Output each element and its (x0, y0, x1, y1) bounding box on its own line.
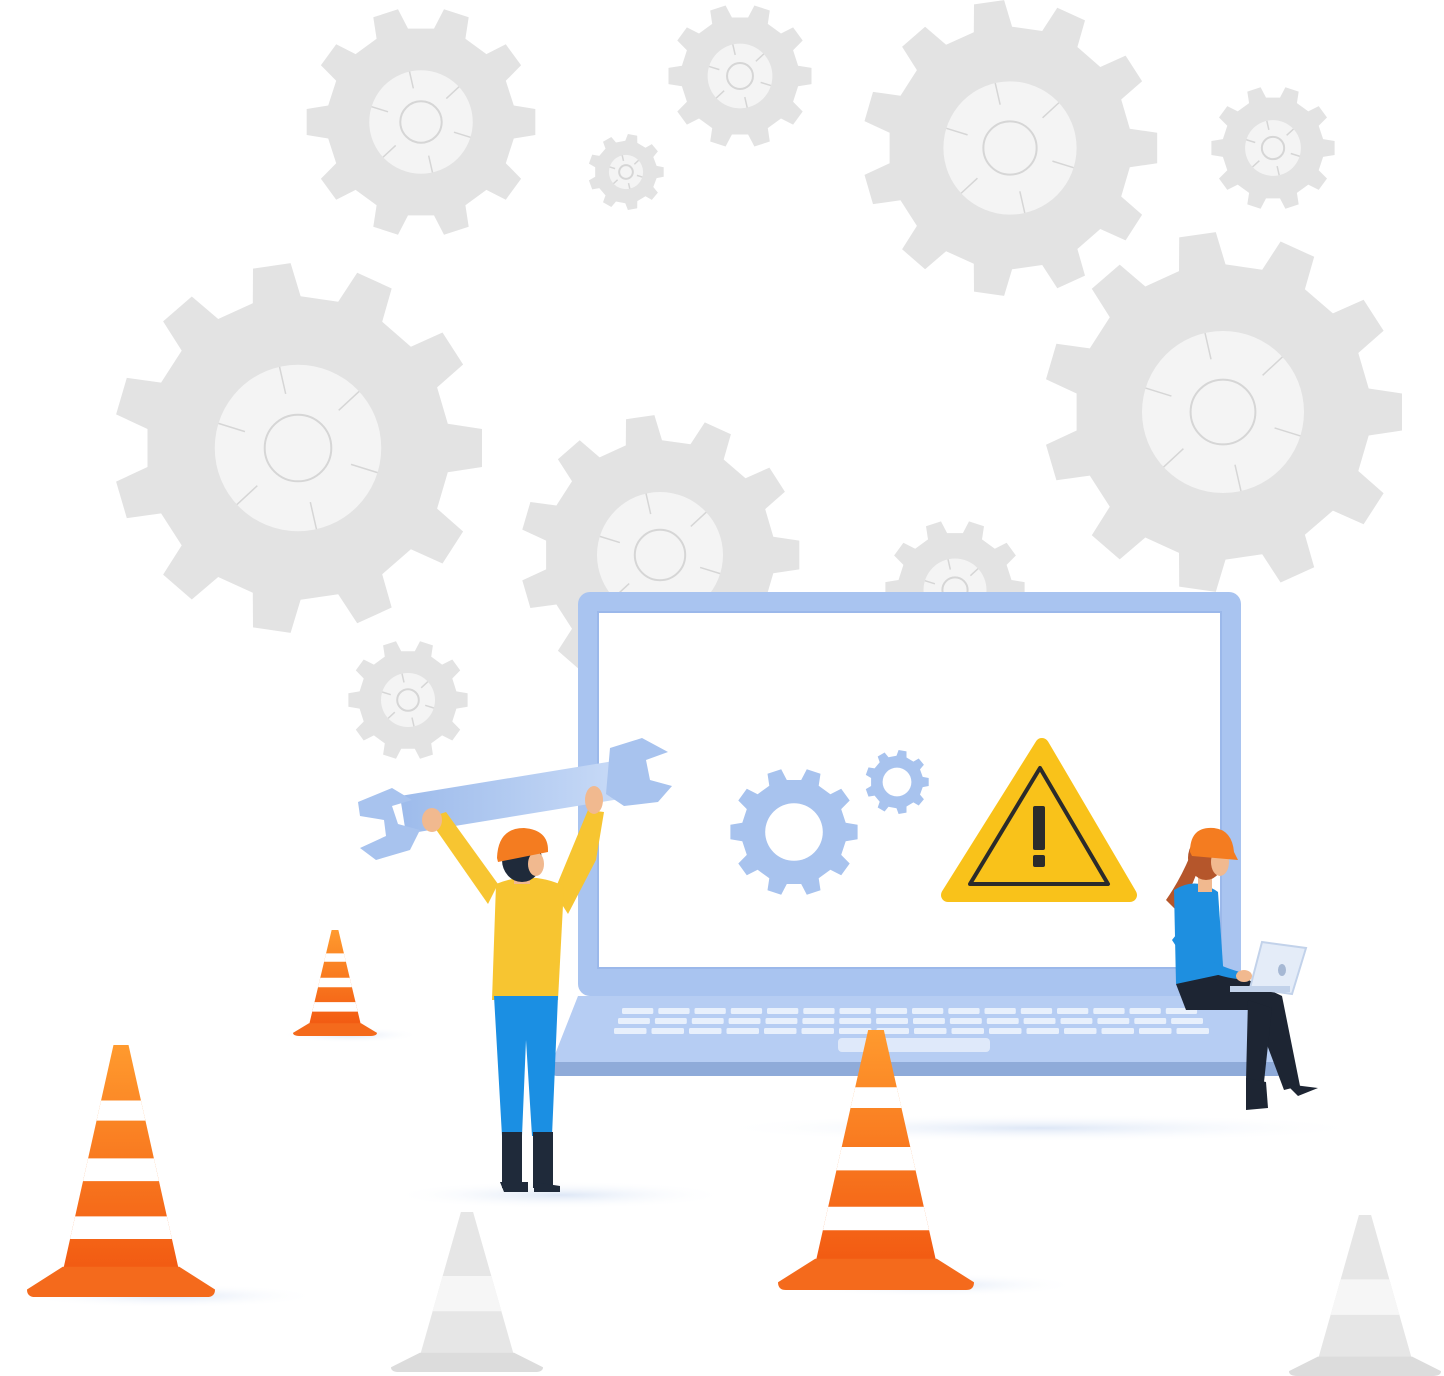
keyboard-key (658, 1008, 690, 1014)
screen-gears (730, 750, 929, 895)
keyboard-key (803, 1008, 835, 1014)
keyboard-key (1093, 1008, 1125, 1014)
gear-icon (588, 134, 664, 210)
keyboard-key (1020, 1008, 1053, 1014)
keyboard-key (1129, 1008, 1161, 1014)
gear-icon (116, 263, 482, 633)
traffic-cone-icon (293, 930, 377, 1036)
keyboard-key (1101, 1028, 1134, 1034)
keyboard-key (1023, 1018, 1056, 1024)
traffic-cone-icon (778, 1030, 974, 1290)
keyboard-key (730, 1008, 763, 1014)
laptop-trackpad (838, 1038, 990, 1052)
wrench-icon (358, 738, 672, 860)
keyboard-key (1139, 1028, 1172, 1034)
keyboard-key (726, 1028, 759, 1034)
keyboard-key (728, 1018, 761, 1024)
keyboard-key (1064, 1028, 1097, 1034)
keyboard-key (614, 1028, 647, 1034)
keyboard-key (689, 1028, 722, 1034)
keyboard-key (989, 1028, 1022, 1034)
keyboard-key (913, 1018, 945, 1024)
keyboard-key (765, 1018, 798, 1024)
gear-icon (730, 769, 858, 895)
gear-icon (668, 5, 812, 147)
keyboard-key (1060, 1018, 1093, 1024)
keyboard-key (949, 1018, 982, 1024)
keyboard-key (767, 1008, 799, 1014)
keyboard-key (802, 1018, 835, 1024)
keyboard-key (764, 1028, 797, 1034)
gear-icon (348, 641, 468, 759)
keyboard-key (1026, 1028, 1059, 1034)
keyboard-key (654, 1018, 687, 1024)
keyboard-key (986, 1018, 1019, 1024)
keyboard-key (984, 1008, 1016, 1014)
keyboard-key (876, 1028, 909, 1034)
laptop-icon (552, 592, 1282, 1076)
gear-icon (865, 750, 929, 814)
keyboard-key (694, 1008, 726, 1014)
traffic-cone-icon (27, 1045, 215, 1297)
keyboard-key (876, 1018, 908, 1024)
laptop-keyboard (614, 1008, 1209, 1034)
keyboard-key (1171, 1018, 1203, 1024)
gear-icon (1211, 87, 1335, 209)
gear-icon (306, 9, 536, 235)
keyboard-key (618, 1018, 650, 1024)
keyboard-key (912, 1008, 944, 1014)
keyboard-key (801, 1028, 834, 1034)
keyboard-key (1097, 1018, 1130, 1024)
gear-icon (864, 0, 1158, 296)
keyboard-key (839, 1028, 872, 1034)
warning-triangle-icon (941, 738, 1137, 902)
keyboard-key (651, 1028, 684, 1034)
keyboard-key (1176, 1028, 1209, 1034)
keyboard-key (875, 1008, 908, 1014)
keyboard-key (622, 1008, 654, 1014)
traffic-cones (27, 930, 1441, 1376)
worker-with-wrench (358, 738, 672, 1192)
keyboard-key (914, 1028, 947, 1034)
traffic-cone-icon (1289, 1215, 1441, 1376)
keyboard-key (948, 1008, 980, 1014)
keyboard-key (951, 1028, 984, 1034)
keyboard-key (839, 1008, 871, 1014)
keyboard-key (839, 1018, 872, 1024)
keyboard-key (1057, 1008, 1089, 1014)
keyboard-key (1134, 1018, 1167, 1024)
traffic-cone-icon (391, 1212, 543, 1372)
keyboard-key (691, 1018, 724, 1024)
worker-sitting-with-laptop (1166, 827, 1318, 1110)
gear-icon (1046, 232, 1402, 592)
